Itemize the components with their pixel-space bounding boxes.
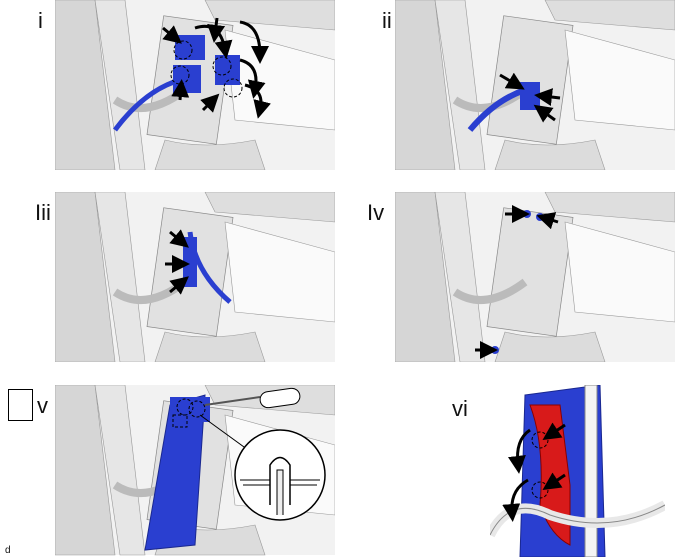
step-label-vi: vi (452, 396, 468, 421)
figure-code: d (5, 545, 11, 556)
step-label-v: v (37, 393, 48, 418)
step-label-iv: Iv (367, 200, 385, 225)
blank-box (8, 389, 33, 421)
step-ii-illustration (395, 0, 675, 170)
step-iii-illustration (55, 192, 335, 362)
step-label-i: i (38, 8, 43, 33)
step-label-iii: Iii (35, 200, 51, 225)
arrows (162, 17, 271, 119)
step-vi-illustration (490, 385, 665, 557)
step-label-ii: ii (382, 8, 392, 33)
step-iv-illustration (395, 192, 675, 362)
step-v-illustration (55, 385, 335, 557)
step-i-illustration (55, 0, 335, 170)
